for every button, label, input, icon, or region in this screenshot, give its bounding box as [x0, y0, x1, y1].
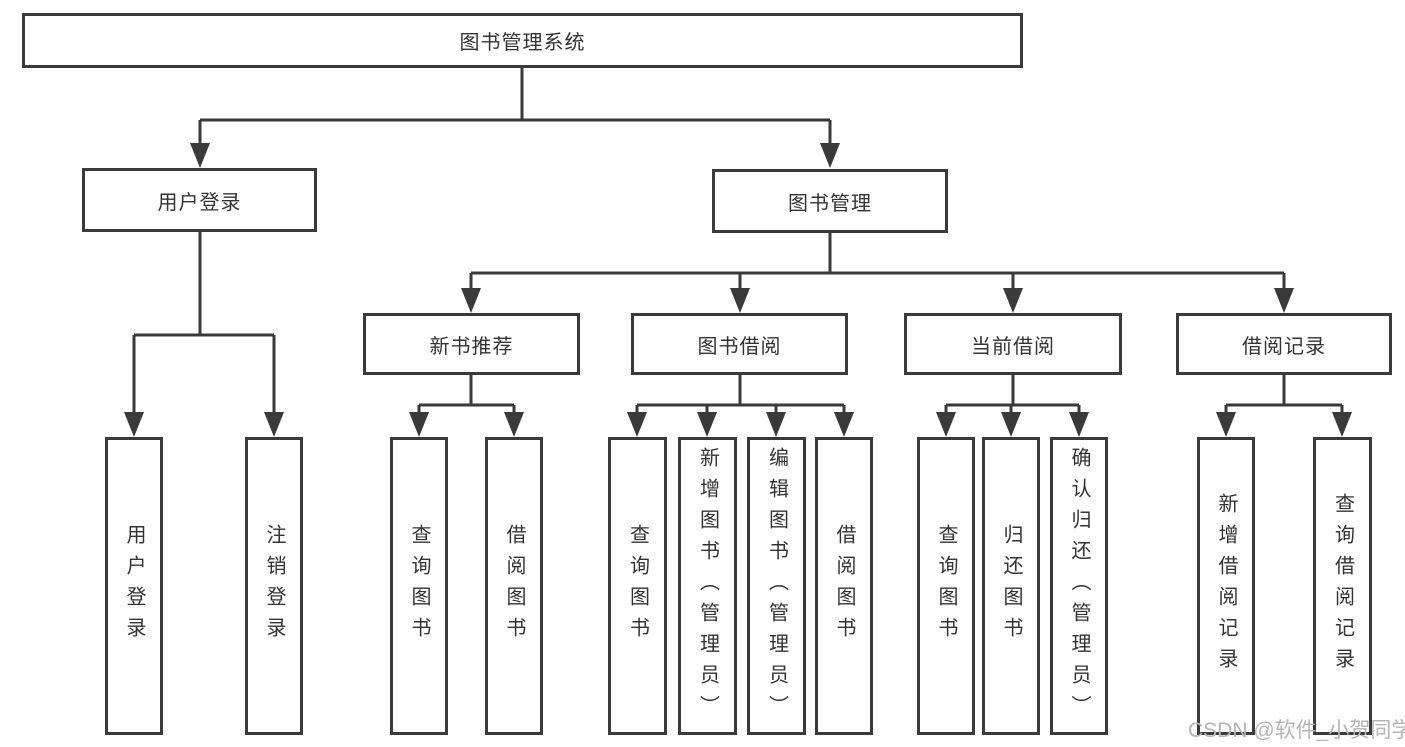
node-borrow-record-label: 借阅记录: [1242, 335, 1326, 358]
leaf-nbr-query-book: 查询图书: [390, 437, 448, 735]
node-user-login: 用户登录: [82, 168, 317, 232]
leaf-cb-query-book: 查询图书: [917, 437, 975, 735]
node-new-book-recommend: 新书推荐: [363, 313, 580, 375]
node-user-login-label: 用户登录: [157, 191, 242, 214]
leaf-br-add-record: 新增借阅记录: [1197, 437, 1255, 735]
node-borrow-record: 借阅记录: [1176, 313, 1392, 375]
leaf-cb-confirm-return-admin-label: 确认归还（管理员）: [1068, 446, 1090, 726]
leaf-logout: 注销登录: [245, 437, 303, 735]
leaf-bb-edit-book-admin-label: 编辑图书（管理员）: [765, 446, 788, 726]
leaf-logout-label: 注销登录: [263, 524, 285, 648]
node-new-book-recommend-label: 新书推荐: [429, 335, 514, 358]
node-book-management-label: 图书管理: [788, 192, 872, 215]
node-current-borrow-label: 当前借阅: [971, 335, 1055, 358]
node-root: 图书管理系统: [22, 13, 1023, 68]
leaf-user-login: 用户登录: [105, 437, 163, 735]
node-current-borrow: 当前借阅: [904, 313, 1122, 375]
csdn-watermark: CSDN @软件_小贺同学: [1188, 719, 1405, 742]
leaf-bb-add-book-admin-label: 新增图书（管理员）: [696, 446, 719, 726]
node-book-borrow: 图书借阅: [631, 313, 848, 375]
leaf-nbr-borrow-book: 借阅图书: [485, 437, 543, 735]
leaf-bb-query-book: 查询图书: [608, 437, 667, 735]
arrowheads: [124, 143, 1352, 437]
leaf-user-login-label: 用户登录: [123, 524, 145, 648]
leaf-cb-return-book-label: 归还图书: [1000, 524, 1022, 648]
leaf-br-query-record: 查询借阅记录: [1313, 437, 1372, 735]
leaf-br-query-record-label: 查询借阅记录: [1331, 493, 1354, 679]
leaf-bb-add-book-admin: 新增图书（管理员）: [678, 437, 737, 735]
leaf-cb-confirm-return-admin: 确认归还（管理员）: [1050, 437, 1108, 735]
node-root-label: 图书管理系统: [459, 32, 586, 54]
leaf-bb-query-book-label: 查询图书: [626, 524, 649, 648]
leaf-bb-borrow-book-label: 借阅图书: [833, 524, 855, 648]
leaf-cb-query-book-label: 查询图书: [935, 524, 957, 648]
leaf-br-add-record-label: 新增借阅记录: [1215, 493, 1237, 679]
node-book-borrow-label: 图书借阅: [697, 335, 782, 358]
leaf-cb-return-book: 归还图书: [982, 437, 1040, 735]
leaf-bb-borrow-book: 借阅图书: [815, 437, 873, 735]
leaf-bb-edit-book-admin: 编辑图书（管理员）: [747, 437, 806, 735]
leaf-nbr-query-book-label: 查询图书: [408, 524, 430, 648]
node-book-management: 图书管理: [712, 169, 948, 233]
leaf-nbr-borrow-book-label: 借阅图书: [503, 524, 525, 648]
